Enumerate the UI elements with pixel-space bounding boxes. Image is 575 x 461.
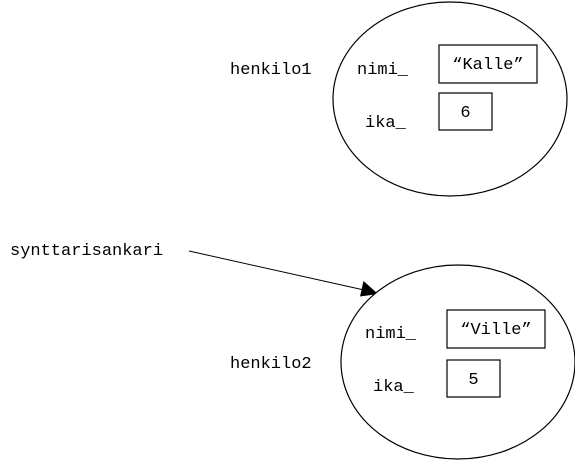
henkilo2-field-name-value: “Ville” (460, 321, 531, 340)
object-henkilo2: henkilo2 nimi_ “Ville” ika_ 5 (230, 264, 575, 460)
henkilo2-field-name-box (446, 309, 546, 349)
henkilo2-field-age-label: ika_ (373, 378, 415, 397)
henkilo1-field-name-box (438, 44, 538, 84)
henkilo2-field-age-value: 5 (468, 371, 478, 390)
reference-label: synttarisankari (10, 242, 163, 261)
henkilo1-field-name-value: “Kalle” (452, 56, 523, 75)
henkilo2-field-name-label: nimi_ (365, 325, 417, 344)
object-henkilo1-label: henkilo1 (230, 61, 312, 80)
henkilo2-field-age-box (446, 359, 501, 398)
reference-synttarisankari: synttarisankari (10, 242, 378, 297)
object-henkilo2-label: henkilo2 (230, 355, 312, 374)
object-henkilo1: henkilo1 nimi_ “Kalle” ika_ 6 (230, 1, 568, 197)
reference-arrow-head (360, 281, 378, 297)
henkilo1-field-age-box (438, 92, 493, 131)
henkilo1-field-age-value: 6 (460, 104, 470, 123)
reference-arrow-line (188, 250, 365, 291)
henkilo1-field-name-label: nimi_ (357, 61, 409, 80)
henkilo1-field-age-label: ika_ (365, 114, 407, 133)
